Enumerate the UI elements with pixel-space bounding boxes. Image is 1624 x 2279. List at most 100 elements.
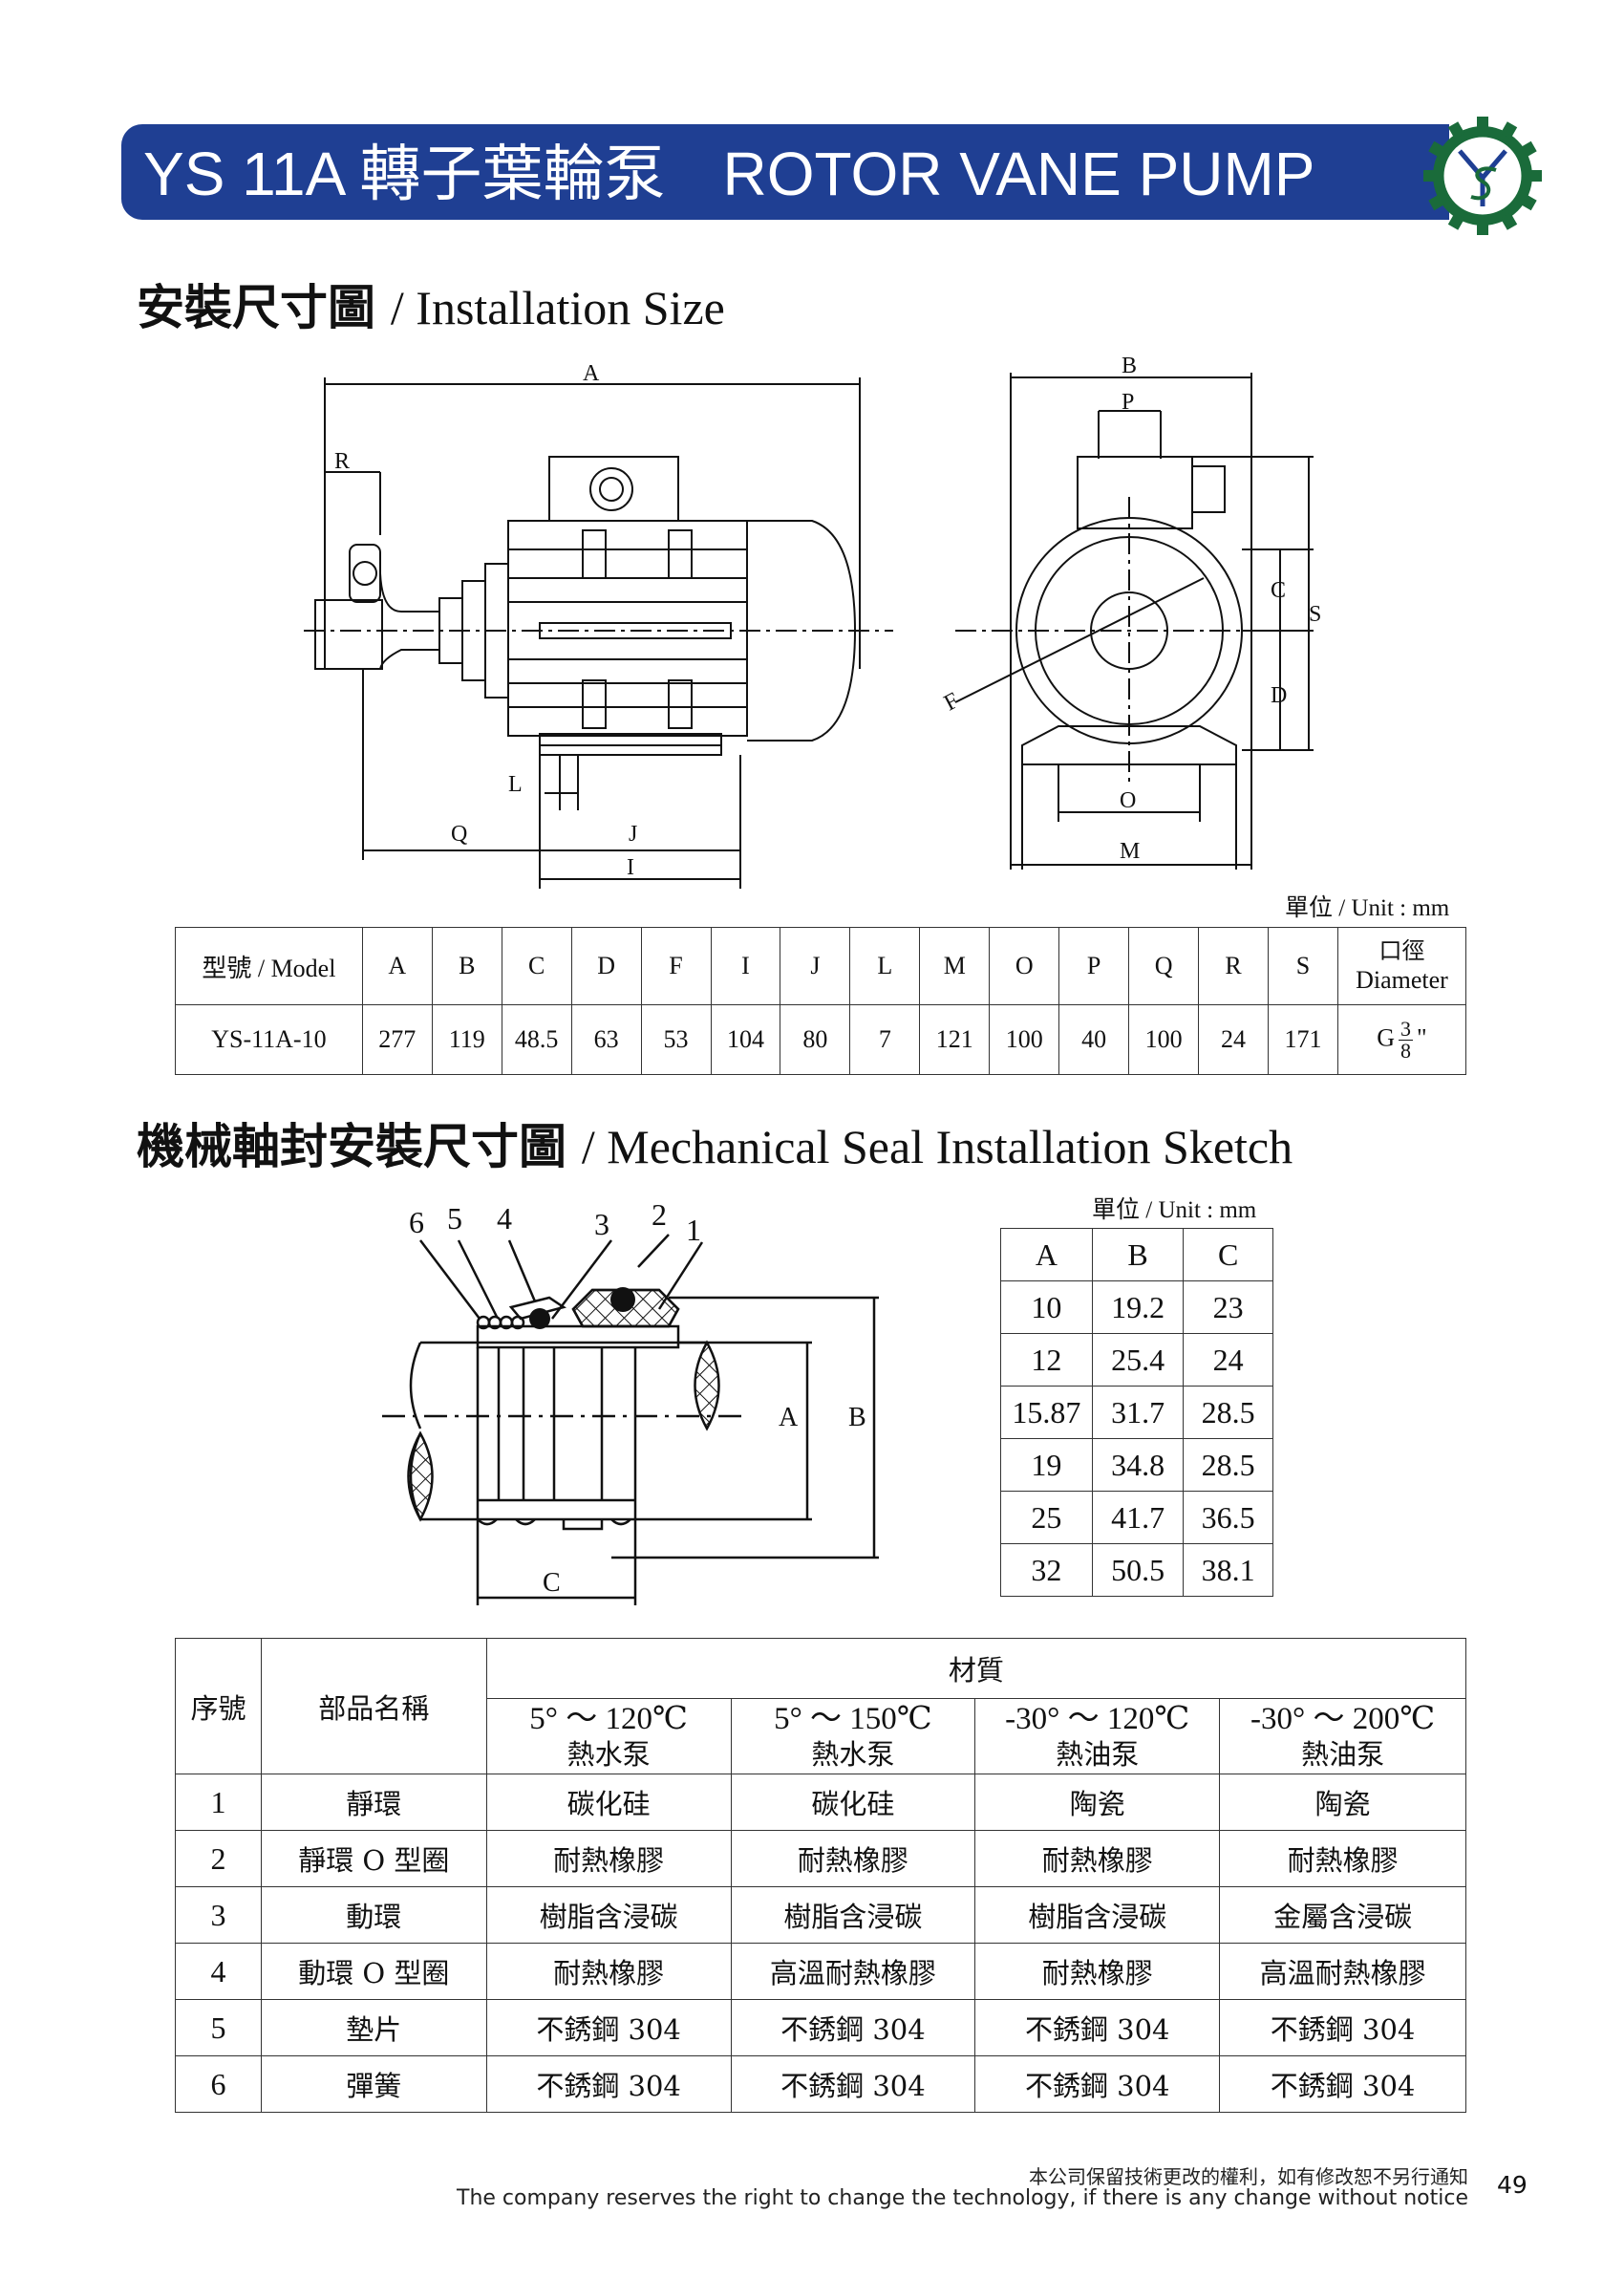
dim-label-a: A <box>583 361 600 386</box>
dim-label-c: C <box>1271 578 1286 603</box>
material-cell: 耐熱橡膠 <box>974 1943 1221 2000</box>
value-cell: 80 <box>780 1004 851 1075</box>
dim-label-f: F <box>940 688 963 716</box>
material-cell: 不銹鋼 304 <box>485 2055 732 2113</box>
value-cell: 63 <box>570 1004 642 1075</box>
row-no: 6 <box>175 2055 262 2113</box>
value-cell: 171 <box>1267 1004 1338 1075</box>
dim-label-m: M <box>1120 839 1140 864</box>
header-cell: D <box>570 927 642 1005</box>
diameter-prefix: G <box>1377 1022 1396 1051</box>
cell: 31.7 <box>1091 1386 1185 1439</box>
header-banner <box>121 124 1449 220</box>
dim-label-p: P <box>1122 390 1134 415</box>
header-cell: J <box>780 927 851 1005</box>
table-row: 15.87 31.7 28.5 <box>1000 1386 1273 1439</box>
row-no: 3 <box>175 1886 262 1944</box>
material-cell: 不銹鋼 304 <box>974 2055 1221 2113</box>
table-row: 5 墊片 不銹鋼 304 不銹鋼 304 不銹鋼 304 不銹鋼 304 <box>175 1999 1466 2056</box>
dim-label-r: R <box>334 449 350 474</box>
header-no: 序號 <box>175 1638 262 1774</box>
row-no: 5 <box>175 1999 262 2056</box>
title-en: ROTOR VANE PUMP <box>722 140 1315 208</box>
value-cell: 121 <box>919 1004 991 1075</box>
installation-heading: 安裝尺寸圖 / Installation Size <box>137 279 725 335</box>
diameter-en: Diameter <box>1356 966 1448 994</box>
header-cell: Q <box>1128 927 1200 1005</box>
callout-2: 2 <box>652 1197 667 1232</box>
header-material: 材質 <box>485 1638 1467 1699</box>
footer-notice-zh: 本公司保留技術更改的權利，如有修改恕不另行通知 <box>1029 2165 1468 2188</box>
value-cell: 277 <box>361 1004 433 1075</box>
header-cell: B <box>1091 1228 1185 1281</box>
table-row: 1 靜環 碳化硅 碳化硅 陶瓷 陶瓷 <box>175 1774 1466 1831</box>
material-cell: 碳化硅 <box>485 1774 732 1831</box>
dim-label-l: L <box>508 772 523 797</box>
dimension-header-row: 型號 / Model A B C D F I J L M O P Q R S 口… <box>175 927 1467 1005</box>
value-cell: 53 <box>640 1004 712 1075</box>
seal-header-row: A B C <box>1000 1228 1273 1281</box>
value-cell: 100 <box>1128 1004 1200 1075</box>
cell: 25.4 <box>1091 1333 1185 1387</box>
footer-notice-en: The company reserves the right to change… <box>457 2186 1468 2210</box>
model-cell: YS-11A-10 <box>175 1004 363 1075</box>
seal-unit: 單位 / Unit : mm <box>1092 1195 1257 1223</box>
material-cell: 耐熱橡膠 <box>1219 1830 1466 1887</box>
table-row: 12 25.4 24 <box>1000 1333 1273 1387</box>
material-cell: 金屬含浸碳 <box>1219 1886 1466 1944</box>
cell: 10 <box>1000 1280 1093 1334</box>
cell: 34.8 <box>1091 1438 1185 1492</box>
header-cell: S <box>1267 927 1338 1005</box>
dim-label-i: I <box>627 855 634 880</box>
cell: 19.2 <box>1091 1280 1185 1334</box>
page-number: 49 <box>1497 2171 1528 2199</box>
material-cell: 不銹鋼 304 <box>1219 2055 1466 2113</box>
material-cell: 不銹鋼 304 <box>730 1999 976 2056</box>
seal-dim-label-b: B <box>848 1403 866 1432</box>
cell: 25 <box>1000 1491 1093 1544</box>
value-cell: 100 <box>989 1004 1060 1075</box>
header-model: 型號 / Model <box>175 927 363 1005</box>
company-logo <box>1421 115 1544 237</box>
header-cell: B <box>431 927 502 1005</box>
material-cell: 不銹鋼 304 <box>974 1999 1221 2056</box>
value-cell: 48.5 <box>501 1004 572 1075</box>
dimension-table: 型號 / Model A B C D F I J L M O P Q R S 口… <box>175 927 1467 1075</box>
material-cell: 陶瓷 <box>974 1774 1221 1831</box>
header-diameter: 口徑 Diameter <box>1336 927 1467 1005</box>
part-name: 靜環 O 型圈 <box>260 1830 487 1887</box>
dim-label-s: S <box>1309 602 1321 627</box>
material-cell: 不銹鋼 304 <box>485 1999 732 2056</box>
cell: 15.87 <box>1000 1386 1093 1439</box>
header-cell: L <box>849 927 921 1005</box>
table-row: 32 50.5 38.1 <box>1000 1543 1273 1597</box>
material-cell: 耐熱橡膠 <box>485 1943 732 2000</box>
dim-label-o: O <box>1120 788 1136 813</box>
installation-drawing: A R L Q J I B P C S D F O M <box>304 354 1321 889</box>
callout-3: 3 <box>594 1207 609 1241</box>
table-row: 10 19.2 23 <box>1000 1280 1273 1334</box>
part-name: 動環 <box>260 1886 487 1944</box>
cell: 23 <box>1183 1280 1273 1334</box>
table-row: 3 動環 樹脂含浸碳 樹脂含浸碳 樹脂含浸碳 金屬含浸碳 <box>175 1886 1466 1944</box>
material-cell: 陶瓷 <box>1219 1774 1466 1831</box>
table-row: 19 34.8 28.5 <box>1000 1438 1273 1492</box>
value-cell: 119 <box>431 1004 502 1075</box>
header-cell: C <box>501 927 572 1005</box>
material-cell: 耐熱橡膠 <box>730 1830 976 1887</box>
cell: 50.5 <box>1091 1543 1185 1597</box>
part-name: 動環 O 型圈 <box>260 1943 487 2000</box>
callout-5: 5 <box>447 1201 462 1236</box>
header-cell: P <box>1058 927 1130 1005</box>
value-cell: 7 <box>849 1004 921 1075</box>
header-cell: O <box>989 927 1060 1005</box>
material-cell: 樹脂含浸碳 <box>485 1886 732 1944</box>
cell: 38.1 <box>1183 1543 1273 1597</box>
